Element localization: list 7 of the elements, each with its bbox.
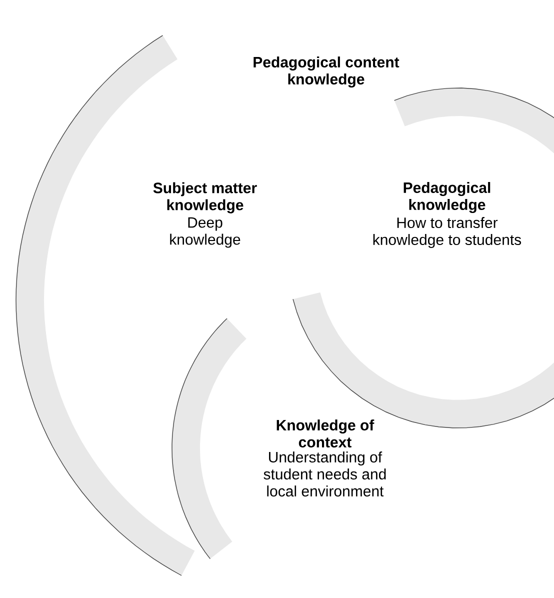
heading: Pedagogical content knowledge xyxy=(254,56,400,88)
heading: Pedagogical knowledge xyxy=(404,182,490,214)
heading: Knowledge of context xyxy=(276,420,374,448)
description: How to transfer knowledge to students xyxy=(373,217,522,248)
heading: Subject matter knowledge xyxy=(153,182,257,214)
description: Deep knowledge xyxy=(170,217,240,248)
description: Understanding of student needs and local environment xyxy=(264,452,386,497)
